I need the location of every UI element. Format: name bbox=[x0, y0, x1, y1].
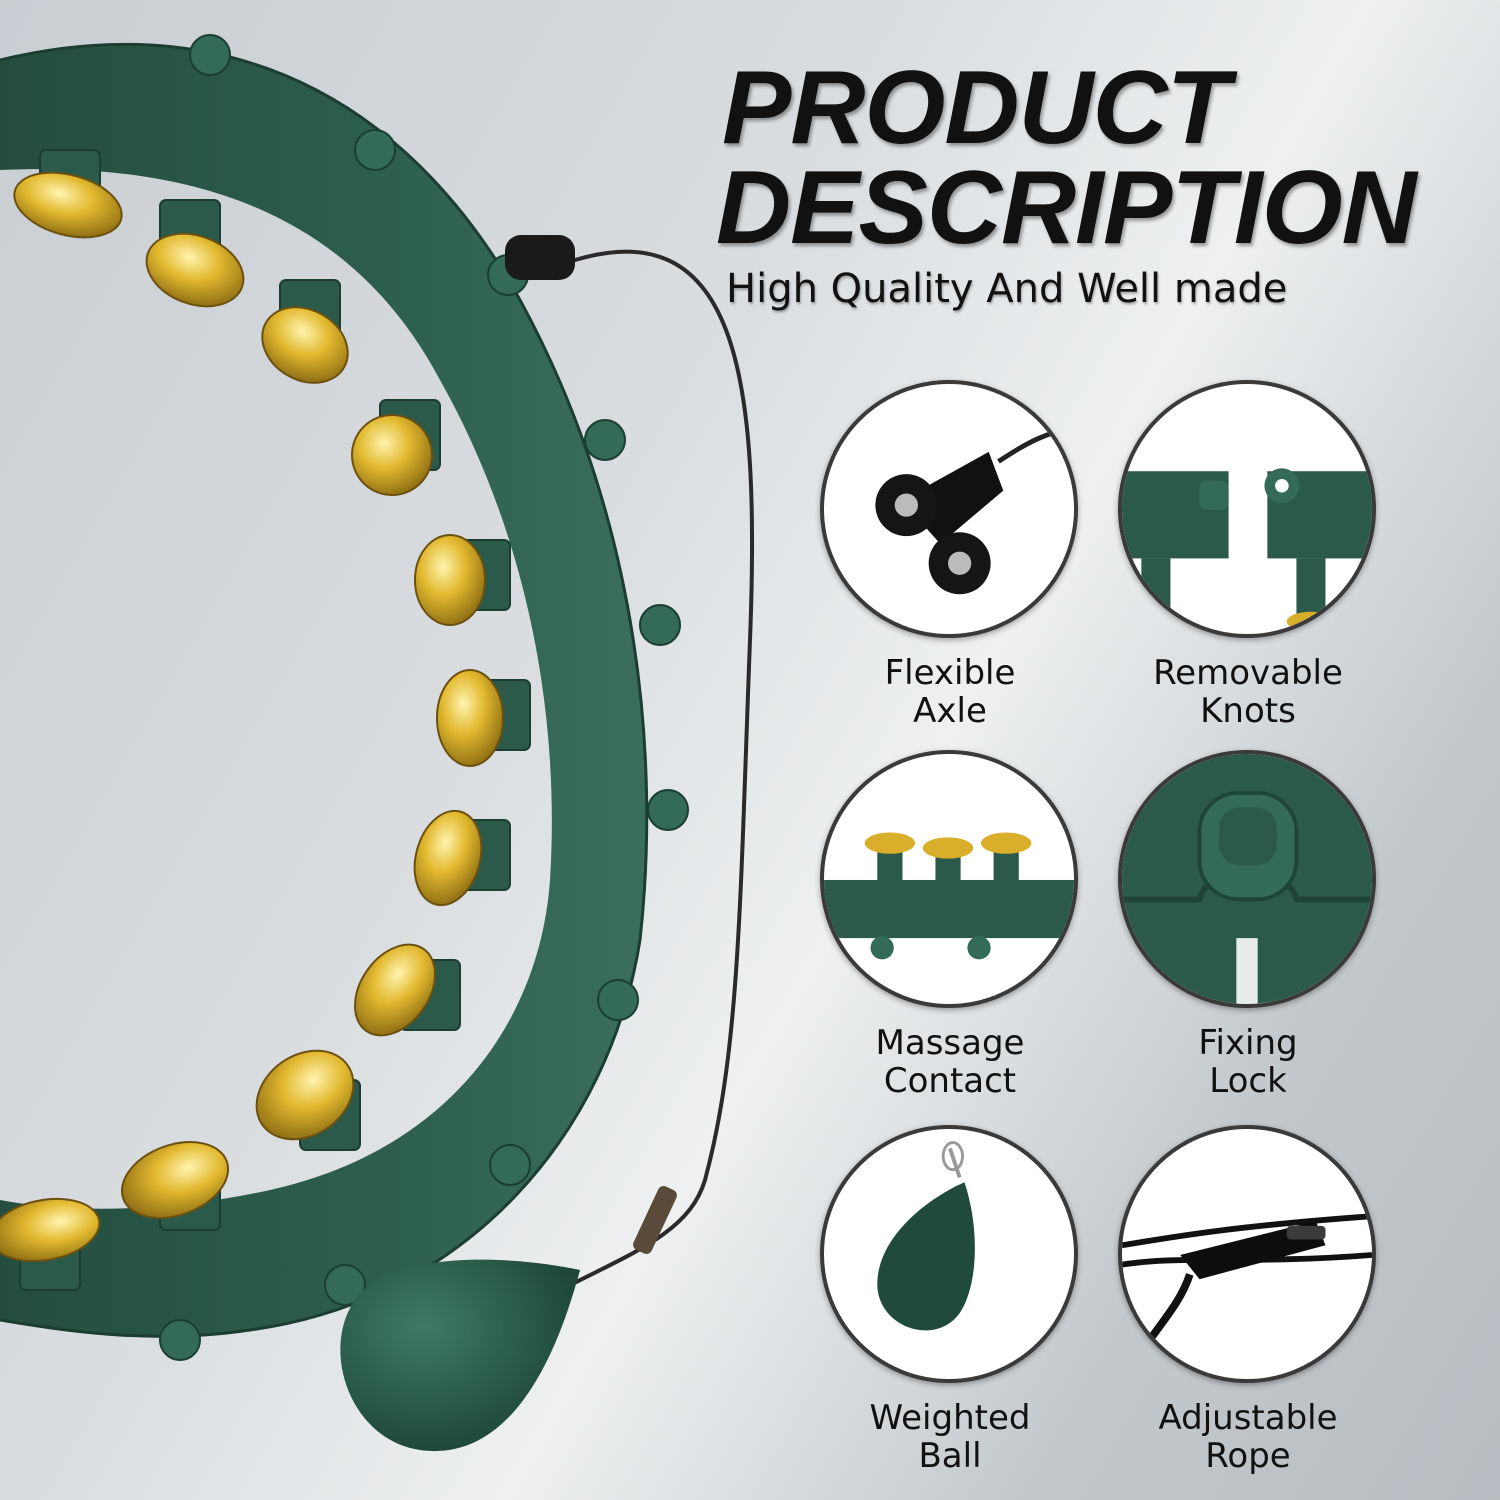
weighted-ball bbox=[340, 1259, 580, 1452]
title-line-2: DESCRIPTION bbox=[716, 150, 1417, 266]
segment-joint bbox=[189, 34, 231, 76]
segment-joint bbox=[597, 979, 639, 1021]
segment-joint bbox=[584, 419, 626, 461]
feature-label-line-1: Removable bbox=[1153, 653, 1343, 693]
lock-button-icon bbox=[1122, 754, 1372, 1004]
feature-label-line-1: Fixing bbox=[1198, 1023, 1298, 1063]
segment-joint bbox=[647, 789, 689, 831]
rope-buckle-icon bbox=[1122, 1213, 1372, 1355]
massage-node bbox=[413, 809, 483, 907]
massage-node bbox=[261, 306, 349, 384]
feature-label-line-1: Massage bbox=[875, 1023, 1025, 1063]
feature-image-circle bbox=[1118, 1125, 1376, 1383]
massage-node bbox=[145, 232, 245, 308]
feature-label-line-1: Adjustable bbox=[1158, 1398, 1338, 1438]
massage-node bbox=[13, 171, 123, 239]
feature-label: Removable Knots bbox=[1098, 654, 1398, 730]
segment-joint bbox=[354, 129, 396, 171]
segment-joint bbox=[639, 604, 681, 646]
feature-label-line-2: Knots bbox=[1200, 691, 1296, 731]
rope bbox=[559, 249, 755, 1292]
feature-label-line-1: Flexible bbox=[884, 653, 1016, 693]
rope-clip bbox=[633, 1186, 677, 1254]
massage-node bbox=[255, 1049, 355, 1141]
feature-label: Flexible Axle bbox=[800, 654, 1100, 730]
feature-label-line-2: Axle bbox=[913, 691, 987, 731]
rope-anchor bbox=[505, 235, 575, 280]
massage-node bbox=[354, 943, 436, 1037]
feature-label-line-2: Rope bbox=[1205, 1436, 1291, 1476]
axle-wheels-icon bbox=[875, 425, 1074, 595]
massage-nodes-icon bbox=[824, 832, 1074, 960]
segment-joint bbox=[159, 1319, 201, 1361]
segment-joint bbox=[489, 1144, 531, 1186]
feature-image-circle bbox=[820, 1125, 1078, 1383]
massage-node bbox=[436, 669, 504, 767]
feature-image-circle bbox=[820, 380, 1078, 638]
detachable-segment-icon bbox=[1122, 468, 1372, 632]
segment-joint bbox=[324, 1264, 366, 1306]
massage-node bbox=[351, 414, 433, 496]
feature-label: Massage Contact bbox=[800, 1024, 1100, 1100]
page-subtitle: High Quality And Well made bbox=[726, 266, 1288, 312]
massage-node bbox=[120, 1141, 230, 1219]
feature-label: Fixing Lock bbox=[1098, 1024, 1398, 1100]
feature-image-circle bbox=[1118, 380, 1376, 638]
feature-label: Weighted Ball bbox=[800, 1399, 1100, 1475]
feature-label-line-2: Ball bbox=[918, 1436, 982, 1476]
massage-node bbox=[414, 534, 486, 626]
feature-label-line-2: Contact bbox=[883, 1061, 1017, 1101]
weighted-ball-icon bbox=[877, 1141, 975, 1331]
feature-image-circle bbox=[820, 750, 1078, 1008]
hoop-band bbox=[0, 44, 647, 1337]
title-line-1: PRODUCT bbox=[722, 50, 1230, 166]
massage-node bbox=[0, 1197, 101, 1263]
feature-label-line-1: Weighted bbox=[869, 1398, 1031, 1438]
page-title: PRODUCT DESCRIPTION bbox=[716, 50, 1417, 266]
feature-label-line-2: Lock bbox=[1209, 1061, 1287, 1101]
feature-label: Adjustable Rope bbox=[1098, 1399, 1398, 1475]
feature-image-circle bbox=[1118, 750, 1376, 1008]
